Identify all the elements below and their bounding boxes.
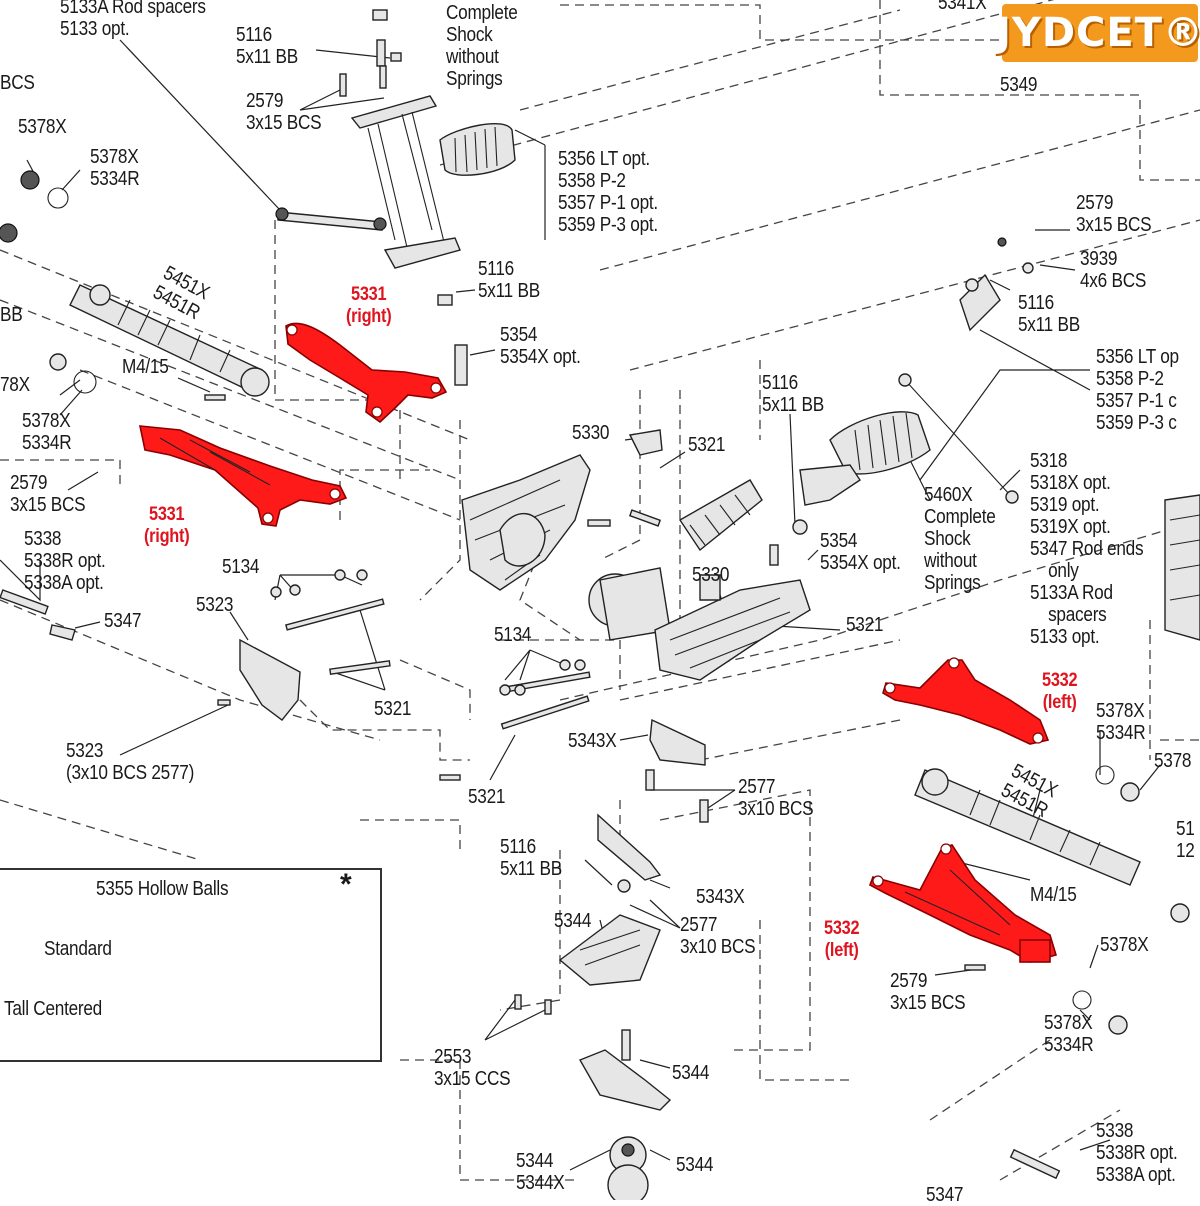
servo-saver-stack xyxy=(514,718,709,1200)
callout-5344-b: 5344 xyxy=(672,1062,710,1084)
callout-m4-15-right: M4/15 xyxy=(1030,884,1077,906)
callout-m4-15-left: M4/15 xyxy=(122,356,169,378)
callout-5116-right: 5116 5x11 BB xyxy=(1018,292,1080,336)
callout-5318-group: 5318 5318X opt. 5319 opt. 5319X opt. 534… xyxy=(1030,450,1144,648)
center-bulkhead xyxy=(461,429,663,591)
callout-5356-top: 5356 LT opt. 5358 P-2 5357 P-1 opt. 5359… xyxy=(558,148,658,236)
callout-5460x: 5460X Complete Shock without Springs xyxy=(924,484,996,594)
callout-5347-bottom: 5347 xyxy=(926,1184,964,1206)
knuckle-right-edge xyxy=(1164,494,1200,641)
suspension-arm-5331-upper xyxy=(285,322,448,424)
callout-5323-top: 5323 xyxy=(196,594,234,616)
callout-2553: 2553 3x15 CCS xyxy=(434,1046,511,1090)
callout-78x-left: 78X xyxy=(0,374,30,396)
callout-5134-left: 5134 xyxy=(222,556,260,578)
jydcet-watermark-logo: JYDCET® xyxy=(996,4,1200,62)
center-diff-and-driveshaft xyxy=(588,479,808,641)
callout-5349: 5349 xyxy=(1000,74,1038,96)
callout-2579-left: 2579 3x15 BCS xyxy=(10,472,86,516)
callout-5378x-5334r-c: 5378X 5334R xyxy=(1096,700,1146,744)
legend-title: 5355 Hollow Balls xyxy=(96,878,229,900)
callout-5378x-5334r-a: 5378X 5334R xyxy=(90,146,140,190)
shock-assembly-top xyxy=(339,9,516,386)
legend-tall-centered-label: Tall Centered xyxy=(4,998,102,1020)
callout-5331-right-left: 5331 (right) xyxy=(144,504,190,547)
callout-5116-center: 5116 5x11 BB xyxy=(762,372,824,416)
callout-5323-bottom: 5323 (3x10 BCS 2577) xyxy=(66,740,195,784)
callout-5338-left: 5338 5338R opt. 5338A opt. xyxy=(24,528,106,594)
rod-end-bottom xyxy=(1009,1148,1061,1180)
callout-5378x-5334r-b: 5378X 5334R xyxy=(22,410,72,454)
callout-bb-left: BB xyxy=(0,304,23,326)
callout-2577-b: 2577 3x10 BCS xyxy=(680,914,756,958)
callout-5341x-top: 5341X xyxy=(938,0,987,14)
callout-5343x-b: 5343X xyxy=(696,886,745,908)
callout-5378x-5334r-d: 5378X 5334R xyxy=(1044,1012,1094,1056)
callout-5378x-right: 5378X xyxy=(1100,934,1149,956)
callout-2579-right: 2579 3x15 BCS xyxy=(1076,192,1152,236)
callout-5356-right: 5356 LT op 5358 P-2 5357 P-1 c 5359 P-3 … xyxy=(1096,346,1179,434)
callout-5133a-rod-spacers-top: 5133A Rod spacers 5133 opt. xyxy=(60,0,206,40)
callout-5378x-a: 5378X xyxy=(18,116,67,138)
callout-5330-mid: 5330 xyxy=(692,564,730,586)
callout-5354-mid: 5354 5354X opt. xyxy=(820,530,901,574)
rod-end-link-top xyxy=(275,207,387,231)
right-driveshaft xyxy=(914,765,1190,1035)
suspension-arm-5331-lower xyxy=(138,425,348,527)
callout-5344-a: 5344 xyxy=(554,910,592,932)
callout-5332-left-bottom: 5332 (left) xyxy=(824,918,860,961)
callout-51-12: 51 12 xyxy=(1176,818,1195,862)
callout-5134-mid: 5134 xyxy=(494,624,532,646)
hollow-balls-legend: 5355 Hollow Balls * Standard Tall Center… xyxy=(0,868,382,1062)
suspension-arm-5332-lower xyxy=(869,843,1058,963)
callout-5116-mid: 5116 5x11 BB xyxy=(478,258,540,302)
callout-5338-bottom: 5338 5338R opt. 5338A opt. xyxy=(1096,1120,1178,1186)
front-bulkhead xyxy=(654,574,811,681)
steering-and-links xyxy=(0,569,591,781)
callout-5321-left: 5321 xyxy=(374,698,412,720)
callout-5330-top: 5330 xyxy=(572,422,610,444)
left-driveshaft xyxy=(0,170,270,401)
callout-5378-right-edge: 5378 xyxy=(1154,750,1192,772)
callout-5343x-a: 5343X xyxy=(568,730,617,752)
callout-2579-bottom: 2579 3x15 BCS xyxy=(890,970,966,1014)
callout-5116-top: 5116 5x11 BB xyxy=(236,24,298,68)
callout-5347-left: 5347 xyxy=(104,610,142,632)
callout-complete-shock-top: Complete Shock without Springs xyxy=(446,2,518,90)
right-shock xyxy=(799,237,1034,506)
legend-asterisk: * xyxy=(340,868,352,901)
callout-2577-a: 2577 3x10 BCS xyxy=(738,776,814,820)
callout-5344-c: 5344 xyxy=(676,1154,714,1176)
callout-5116-bottom: 5116 5x11 BB xyxy=(500,836,562,880)
suspension-arm-5332-upper xyxy=(882,657,1050,745)
watermark-text: JYDCET® xyxy=(996,10,1200,56)
callout-5321-mid: 5321 xyxy=(846,614,884,636)
legend-standard-label: Standard xyxy=(44,938,112,960)
callout-5321-top: 5321 xyxy=(688,434,726,456)
callout-5332-left-right: 5332 (left) xyxy=(1042,670,1078,713)
callout-bcs-left: BCS xyxy=(0,72,35,94)
callout-5331-right-top: 5331 (right) xyxy=(346,284,392,327)
callout-2579-top: 2579 3x15 BCS xyxy=(246,90,322,134)
callout-5354-top: 5354 5354X opt. xyxy=(500,324,581,368)
callout-5321-bottom: 5321 xyxy=(468,786,506,808)
callout-3939: 3939 4x6 BCS xyxy=(1080,248,1147,292)
callout-5344-5344x: 5344 5344X xyxy=(516,1150,565,1194)
